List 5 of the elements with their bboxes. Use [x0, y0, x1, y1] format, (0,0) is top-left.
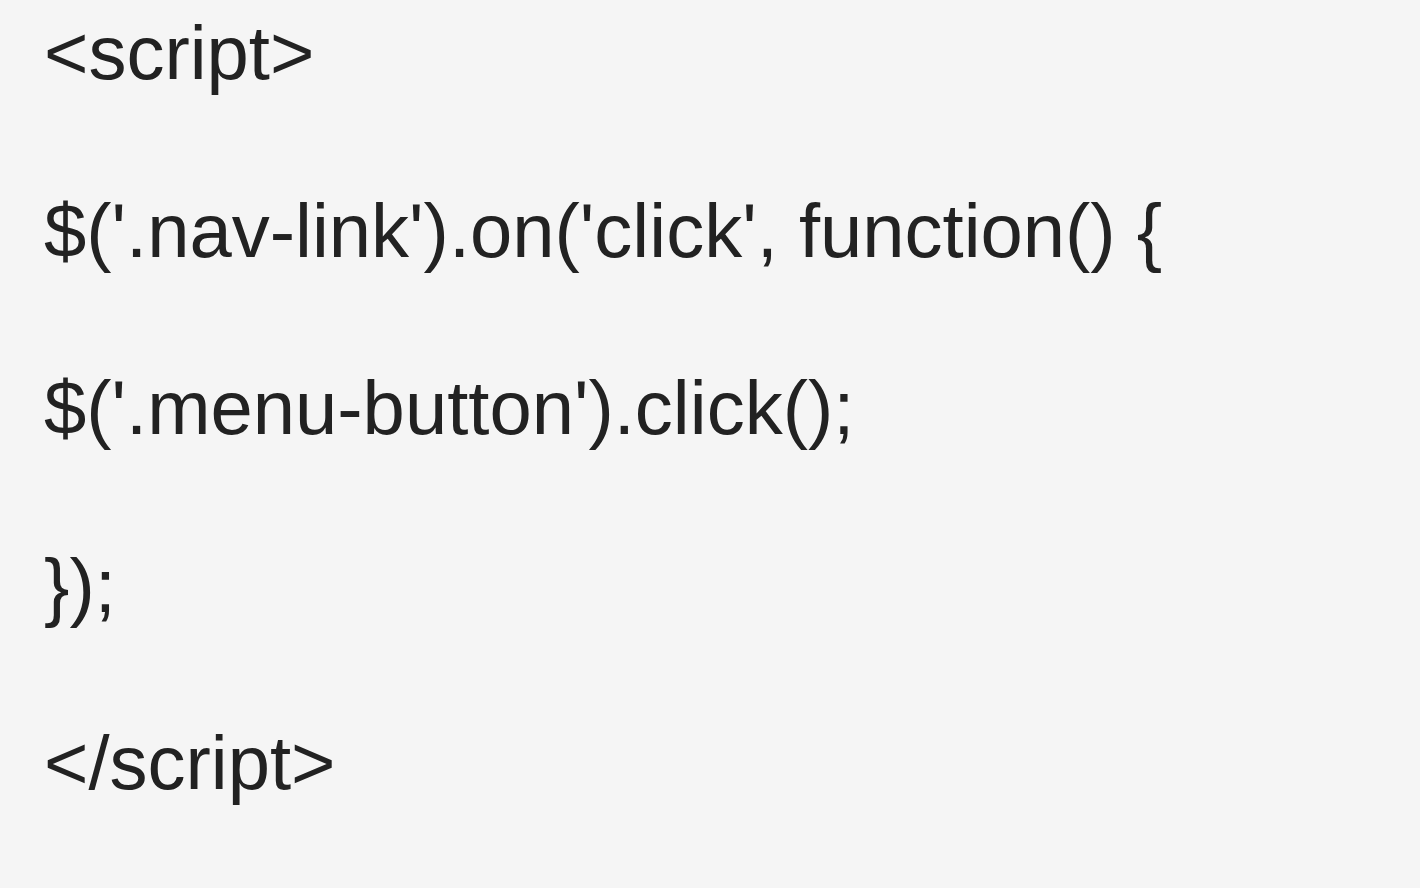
code-line: <script>	[44, 9, 315, 97]
code-line: });	[44, 541, 116, 630]
code-line: $('.nav-link').on('click', function() {	[44, 186, 1163, 275]
code-line: $('.menu-button').click();	[44, 364, 855, 452]
code-line: </script>	[44, 719, 336, 807]
